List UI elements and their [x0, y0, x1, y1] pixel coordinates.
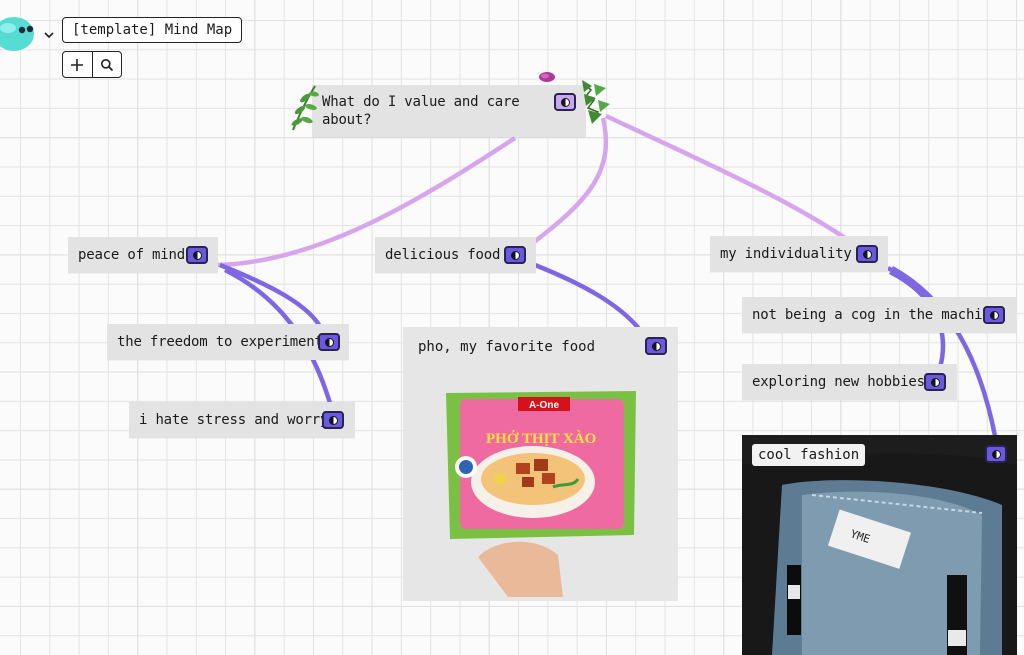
package-name: PHỞ THỊT XÀO: [486, 430, 596, 447]
cog-node[interactable]: not being a cog in the machine: [742, 297, 1016, 333]
avatar[interactable]: [0, 10, 38, 52]
peace-of-mind-node[interactable]: peace of mind: [68, 237, 218, 273]
stress-label: i hate stress and worry: [139, 412, 329, 428]
stress-toggle[interactable]: [322, 411, 344, 429]
board-title: [template] Mind Map: [72, 22, 233, 38]
connector-food-pho: [534, 262, 642, 332]
contrast-icon: [560, 97, 570, 107]
fashion-card[interactable]: YME cool fashion: [742, 435, 1017, 655]
leaves-right-icon: [582, 80, 610, 124]
my-individuality-toggle[interactable]: [856, 245, 878, 263]
search-icon: [100, 58, 113, 71]
delicious-food-toggle[interactable]: [504, 246, 526, 264]
connector-root-individuality: [605, 113, 850, 242]
zoom-toolbar: [62, 51, 122, 78]
delicious-food-node[interactable]: delicious food: [375, 237, 536, 273]
root-node-toggle[interactable]: [554, 93, 576, 111]
freedom-node[interactable]: the freedom to experiment: [107, 324, 349, 360]
package-brand: A-One: [529, 400, 559, 411]
contrast-icon: [651, 341, 661, 351]
jeans-pocket-image: YME: [742, 435, 1017, 655]
contrast-icon: [930, 377, 940, 387]
search-button[interactable]: [91, 52, 122, 77]
pho-card-toggle[interactable]: [645, 337, 667, 355]
hobbies-label: exploring new hobbies: [752, 374, 925, 390]
contrast-icon: [989, 310, 999, 320]
connector-individuality-fashion: [890, 266, 998, 437]
fern-left-icon: [291, 85, 319, 131]
my-individuality-node[interactable]: my individuality: [710, 236, 888, 272]
freedom-toggle[interactable]: [318, 333, 340, 351]
delicious-food-label: delicious food: [385, 247, 501, 263]
fashion-card-label: cool fashion: [752, 444, 866, 466]
connector-peace-freedom: [219, 262, 325, 332]
chevron-down-icon[interactable]: [43, 25, 55, 39]
hobbies-node[interactable]: exploring new hobbies: [742, 364, 957, 400]
svg-text:YME: YME: [849, 527, 872, 546]
stress-node[interactable]: i hate stress and worry: [129, 402, 355, 438]
noodle-package-image: A-One PHỞ THỊT XÀO: [446, 391, 636, 597]
root-node-label: What do I value and care about?: [322, 94, 520, 128]
my-individuality-label: my individuality: [720, 246, 852, 262]
contrast-icon: [991, 449, 1001, 459]
contrast-icon: [324, 337, 334, 347]
board-title-button[interactable]: [template] Mind Map: [62, 17, 243, 43]
connector-root-peace: [217, 136, 517, 268]
plus-icon: [71, 58, 84, 71]
contrast-icon: [192, 250, 202, 260]
fashion-card-toggle[interactable]: [985, 445, 1007, 463]
cog-label: not being a cog in the machine: [752, 307, 999, 323]
pho-card-title: pho, my favorite food: [418, 339, 596, 355]
contrast-icon: [328, 415, 338, 425]
peace-of-mind-toggle[interactable]: [186, 246, 208, 264]
add-button[interactable]: [63, 52, 92, 77]
freedom-label: the freedom to experiment: [117, 334, 323, 350]
hobbies-toggle[interactable]: [924, 373, 946, 391]
cog-toggle[interactable]: [983, 306, 1005, 324]
root-node[interactable]: What do I value and care about?: [312, 85, 586, 137]
flower-icon: [539, 72, 555, 82]
peace-of-mind-label: peace of mind: [78, 247, 185, 263]
contrast-icon: [510, 250, 520, 260]
pho-card[interactable]: pho, my favorite food A-One PHỞ THỊT XÀO: [403, 327, 678, 601]
contrast-icon: [862, 249, 872, 259]
connector-root-food: [528, 117, 609, 247]
